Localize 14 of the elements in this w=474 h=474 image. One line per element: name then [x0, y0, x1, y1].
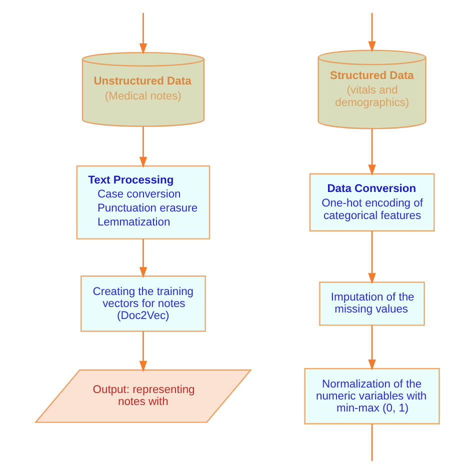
- arrow: [138, 331, 147, 372]
- node-box: Normalization of the numeric variables with min-max (0, 1): [304, 368, 440, 424]
- arrow: [138, 12, 147, 54]
- node-box: Data Conversion One-hot encoding of categorical features: [308, 173, 434, 232]
- connector: [370, 424, 372, 462]
- node-box: Text Processing Case conversion Punctuation erasure Lemmatization: [76, 165, 210, 240]
- node-box: Imputation of the missing values: [318, 282, 424, 326]
- arrow: [368, 128, 376, 176]
- arrow: [368, 12, 376, 52]
- arrow: [368, 325, 376, 371]
- arrow: [368, 231, 376, 284]
- arrow: [138, 238, 147, 278]
- arrow: [138, 126, 147, 168]
- node-box: Creating the training vectors for notes (Doc2Vec): [80, 276, 206, 332]
